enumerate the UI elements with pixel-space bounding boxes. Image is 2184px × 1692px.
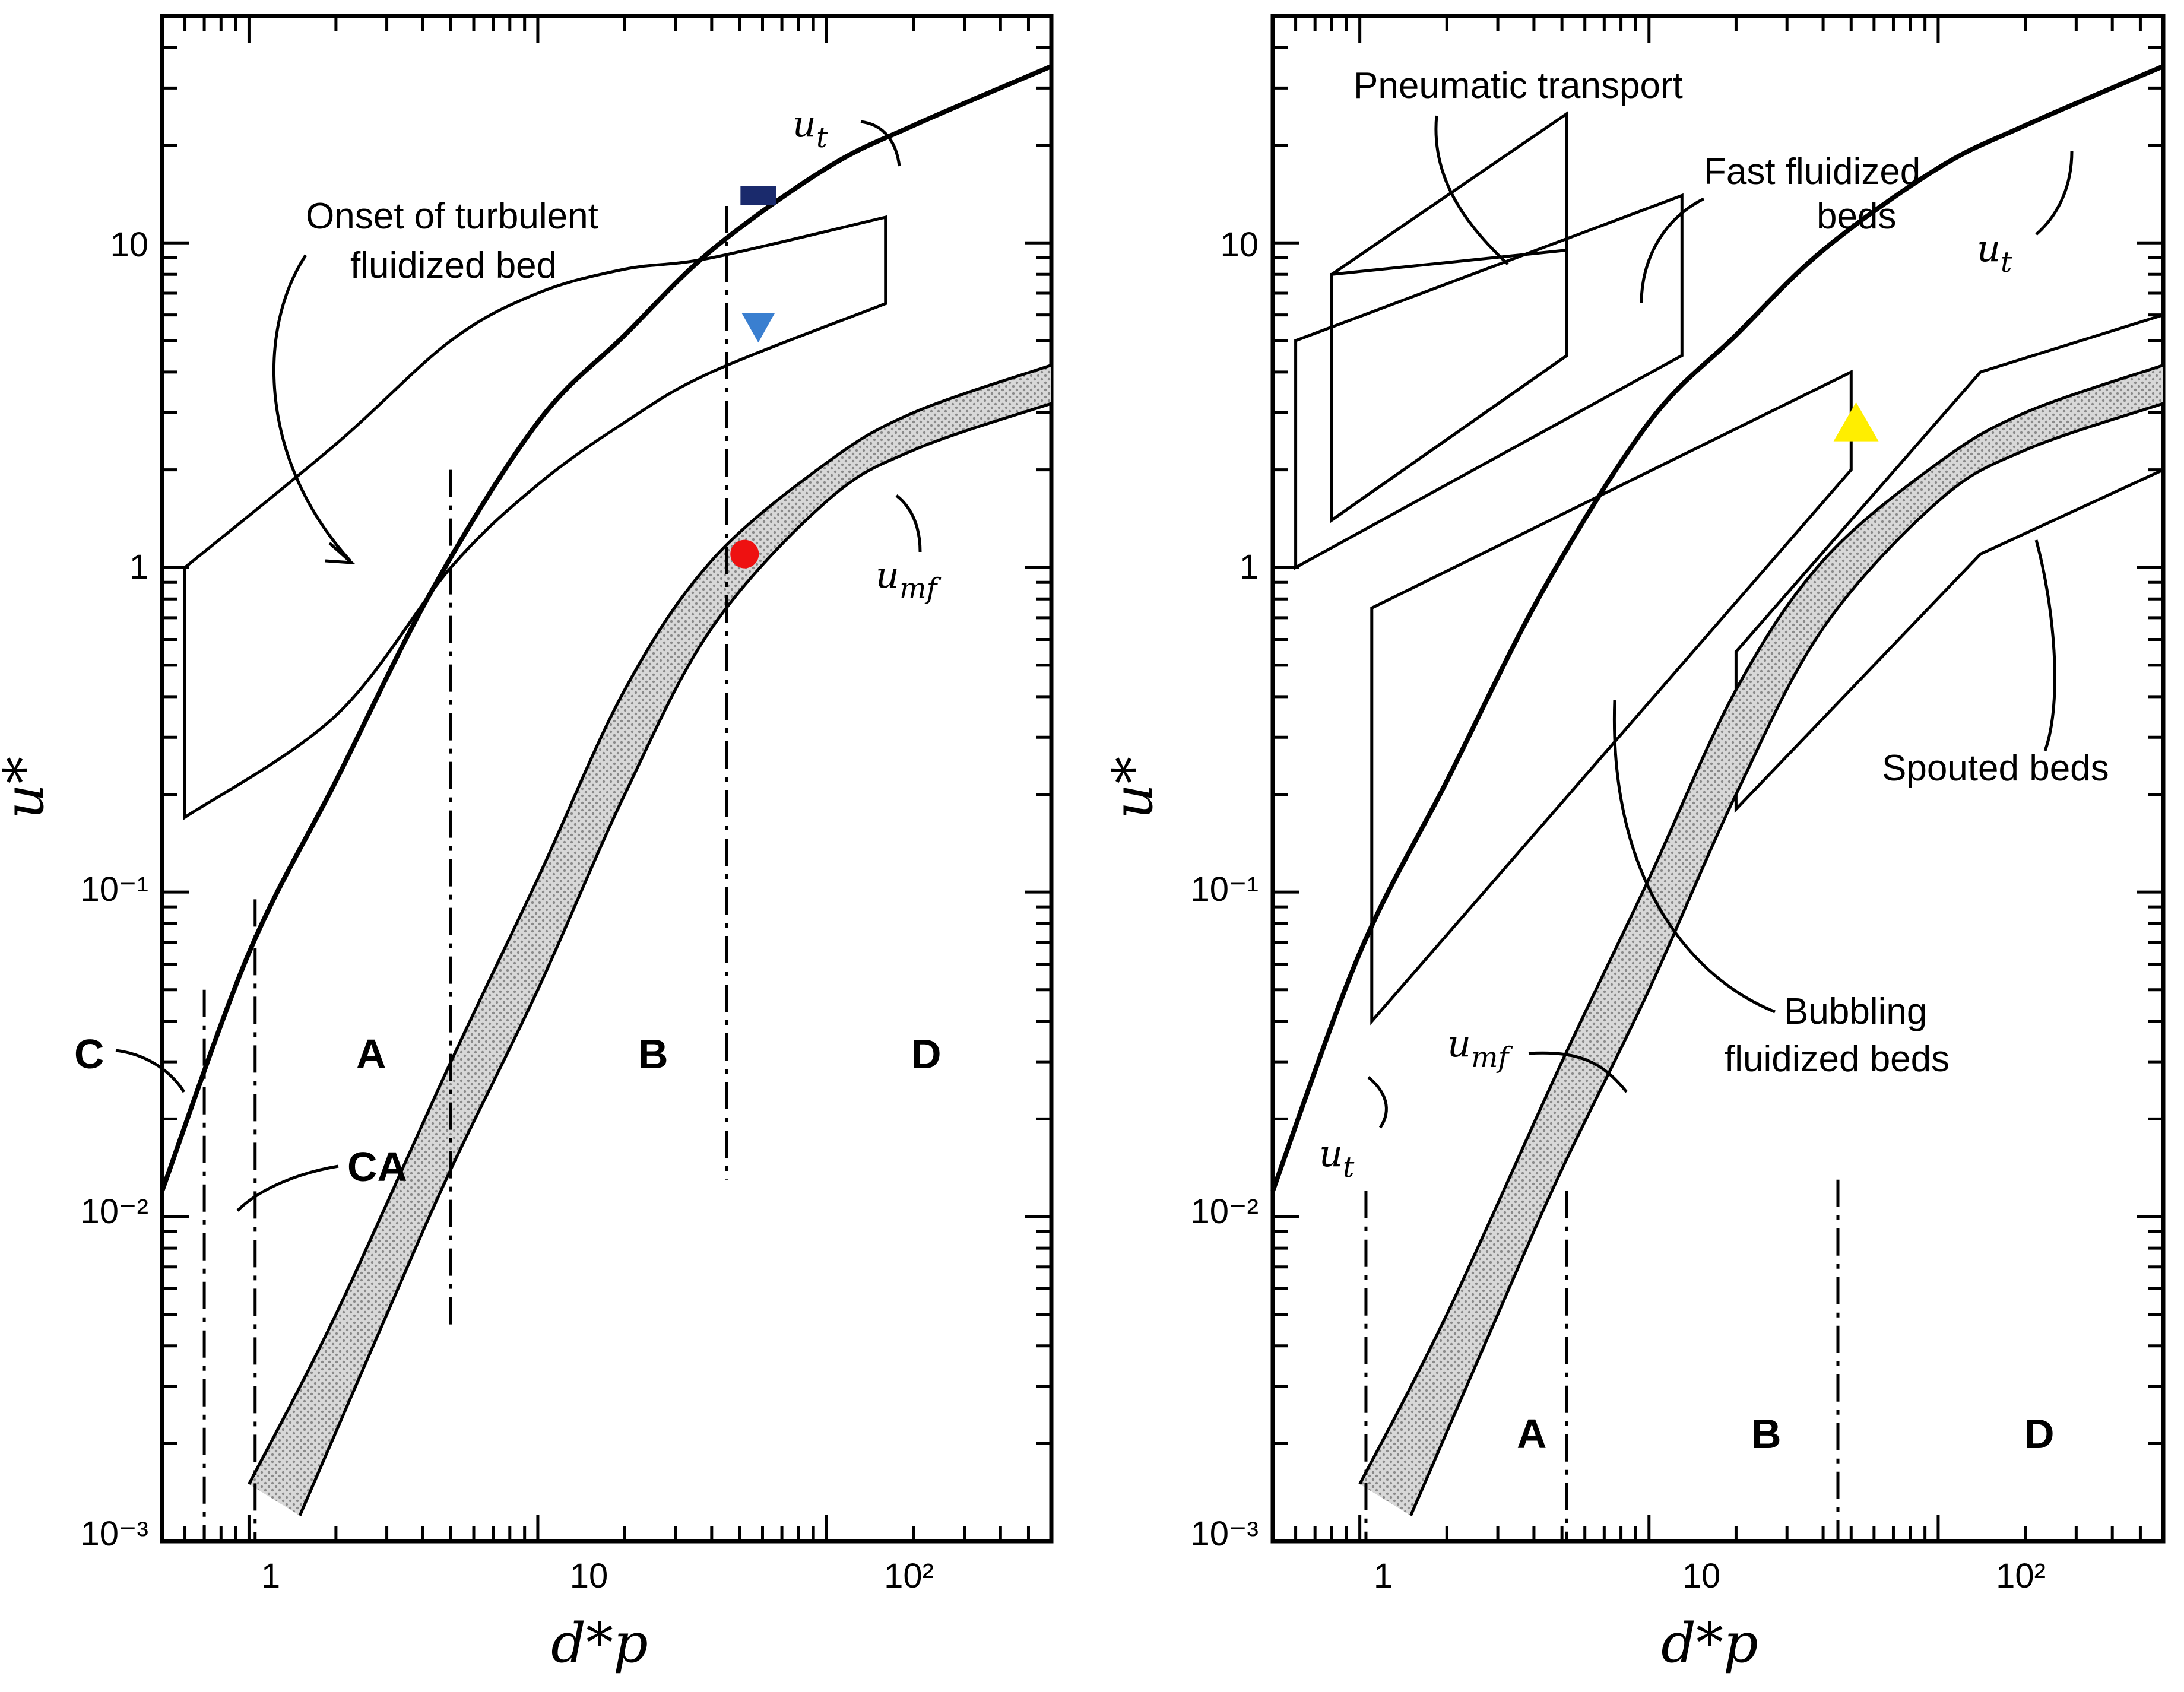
right-x-tick-label: 10 [1682,1557,1721,1595]
right-bubbling-arrow [1612,700,1776,1014]
right-y-tick-label: 1 [1240,548,1259,586]
region-bubbling-fluidized [1370,369,1853,1026]
left-series-lines [160,64,1053,1516]
right-x-tick-label: 1 [1374,1557,1393,1595]
right-annotation-bubbling-1: Bubbling [1784,991,1927,1032]
left-x-tick-label: 10² [884,1557,934,1595]
right-markers [1833,402,1879,442]
series-line-umf [1409,402,2164,1516]
right-y-tick-label: 10⁻² [1191,1192,1259,1231]
left-onset-arrowhead [325,542,356,564]
right-ut-top-u: u [1977,227,2001,270]
left-annotation-onset-line2: fluidized bed [350,245,557,286]
right-plot-frame [1270,14,2166,1544]
right-y-tick-label: 10⁻³ [1191,1515,1259,1553]
left-umf-label: umf [876,553,941,605]
right-annotation-spouted: Spouted beds [1882,748,2109,789]
left-axis-ticks [160,14,1053,1543]
right-region-label-a: A [1517,1411,1547,1457]
right-ut-label-bottom: ut [1319,1132,1355,1184]
left-y-tick-label: 10⁻³ [81,1515,148,1553]
left-umf-label-u: u [876,553,899,596]
right-series-lines [1270,64,2164,1516]
left-x-tick-label: 10 [570,1557,608,1595]
right-ut-bottom-sub: t [1343,1151,1355,1184]
left-region-label-ca: CA [347,1144,407,1190]
right-annotation-pneumatic: Pneumatic transport [1353,65,1683,106]
right-spouted-arrow [2034,539,2056,751]
right-annotation-bubbling-2: fluidized beds [1725,1039,1950,1080]
left-y-tick-label: 10 [110,226,148,264]
left-y-tick-label: 10⁻¹ [81,870,148,909]
left-ut-label: ut [793,102,828,154]
left-annotation-onset-line1: Onset of turbulent [306,196,598,237]
right-ut-bottom-arrow [1367,1076,1388,1129]
right-region-label-d: D [2024,1411,2055,1457]
right-ut-bottom-u: u [1319,1132,1343,1175]
marker-rect [740,186,776,205]
left-ut-label-u: u [793,102,816,145]
right-umf-sub: mf [1471,1041,1513,1074]
right-region-label-b: B [1751,1411,1782,1457]
right-ut-label-top: ut [1977,227,2012,279]
right-umf-label: umf [1447,1022,1513,1074]
region-fast-fluidized [1294,193,1684,570]
left-region-label-a: A [356,1031,386,1077]
left-onset-arrow [272,254,351,562]
left-y-tick-label: 10⁻² [81,1192,148,1231]
left-region-boundaries [202,205,728,1541]
right-y-tick-label: 10⁻¹ [1191,870,1259,909]
region-spouted-beds [1734,313,2165,813]
left-y-axis-label: u* [0,757,56,819]
umf-band [1359,365,2163,1516]
right-y-tick-label: 10 [1220,226,1259,264]
series-line-ut [160,64,1053,1192]
series-line-umf [298,402,1052,1516]
left-x-tick-label: 1 [261,1557,280,1595]
right-umf-u: u [1447,1022,1471,1065]
right-chart: 10 1 10⁻¹ 10⁻² 10⁻³ 1 10 10² u* d*p Pneu… [1101,14,2166,1675]
right-bands [1294,110,2165,1516]
left-ut-label-sub: t [816,121,828,154]
left-umf-arrow [895,494,922,553]
left-c-arrow [115,1049,186,1093]
left-region-label-b: B [638,1031,668,1077]
right-annotation-fast-1: Fast fluidized [1704,151,1920,192]
right-umf-arrow [1528,1051,1628,1093]
left-umf-label-sub: mf [899,572,942,605]
right-y-axis-label: u* [1101,757,1165,819]
right-pneumatic-arrow [1434,115,1509,265]
marker-circle [730,539,759,569]
series-line-umf [248,363,1052,1485]
right-x-tick-label: 10² [1996,1557,2046,1595]
left-markers [730,186,776,569]
left-chart: 10 1 10⁻¹ 10⁻² 10⁻³ 1 10 10² u* d*p Onse… [0,14,1054,1675]
left-ca-arrow [236,1164,339,1212]
right-region-boundaries [1364,1179,1840,1541]
right-annotation-fast-2: beds [1817,196,1896,237]
left-bands [183,215,1051,1516]
left-plot-frame [160,14,1054,1544]
right-x-axis-label: d*p [1661,1611,1758,1675]
series-line-umf [1358,363,2164,1485]
marker-triangle-up [1833,402,1879,442]
left-y-tick-label: 1 [129,548,148,586]
series-line-ut [1270,64,2164,1192]
left-x-axis-label: d*p [551,1611,648,1675]
marker-triangle-down [741,313,775,343]
left-region-label-d: D [911,1031,942,1077]
umf-band [249,365,1051,1516]
right-ut-top-sub: t [2001,246,2012,279]
right-fast-arrow [1640,197,1705,303]
right-axis-ticks [1271,14,2165,1543]
right-ut-top-arrow [2035,151,2074,236]
region-pneumatic-transport [1330,110,1568,523]
left-region-label-c: C [74,1031,104,1077]
left-ut-arrow [860,120,901,167]
region-overlap-pneumatic-fast [1330,248,1568,523]
